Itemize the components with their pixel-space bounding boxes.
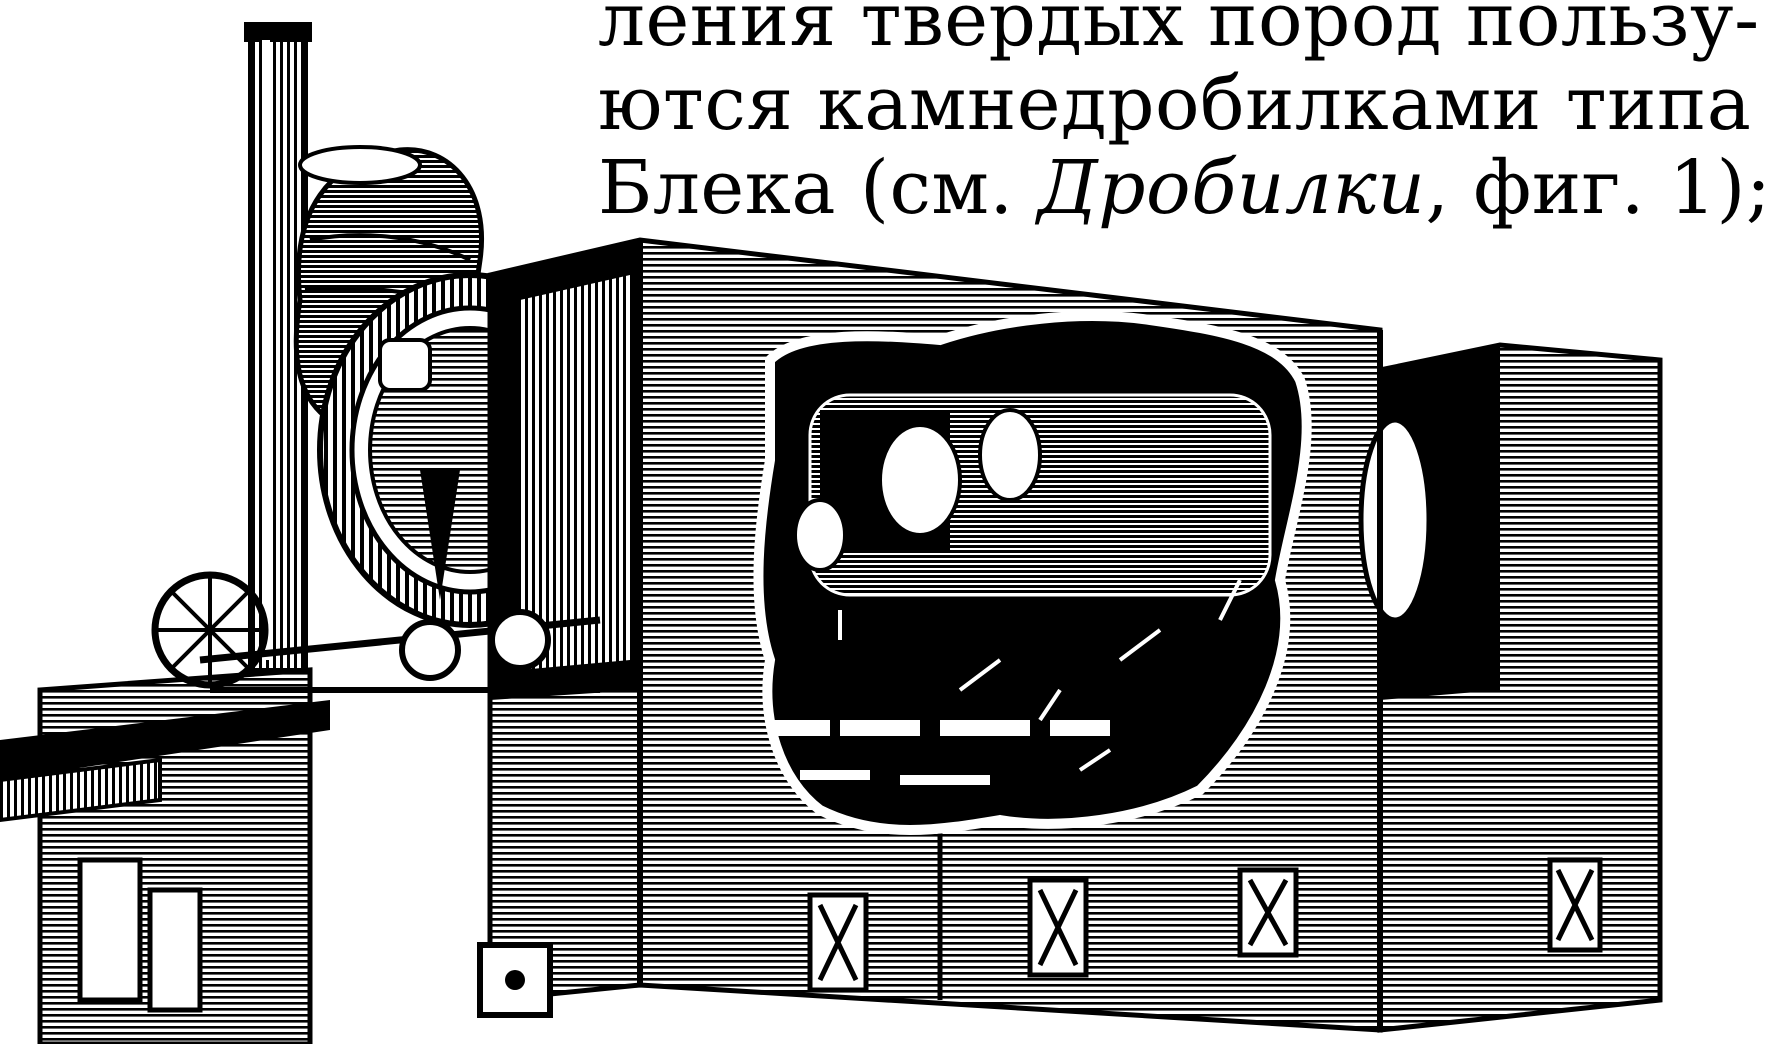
machine-illustration (0, 22, 1663, 1044)
cutaway-interior (753, 311, 1312, 835)
feeder-assembly (0, 571, 601, 1044)
body-text: ления твердых пород пользу- ются камнедр… (598, 0, 1771, 231)
text-line-3: Блека (см. Дробилки, фиг. 1); (598, 145, 1771, 231)
text-line-3-end: , фиг. 1); (1425, 145, 1771, 231)
firing-doors (477, 857, 1603, 1018)
text-line-2: ются камнедробилками типа (598, 61, 1752, 147)
cross-reference-link: Дробилки (1037, 145, 1426, 231)
text-line-1: ления твердых пород пользу- (598, 0, 1760, 63)
text-line-3-start: Блека (см. (598, 145, 1038, 231)
